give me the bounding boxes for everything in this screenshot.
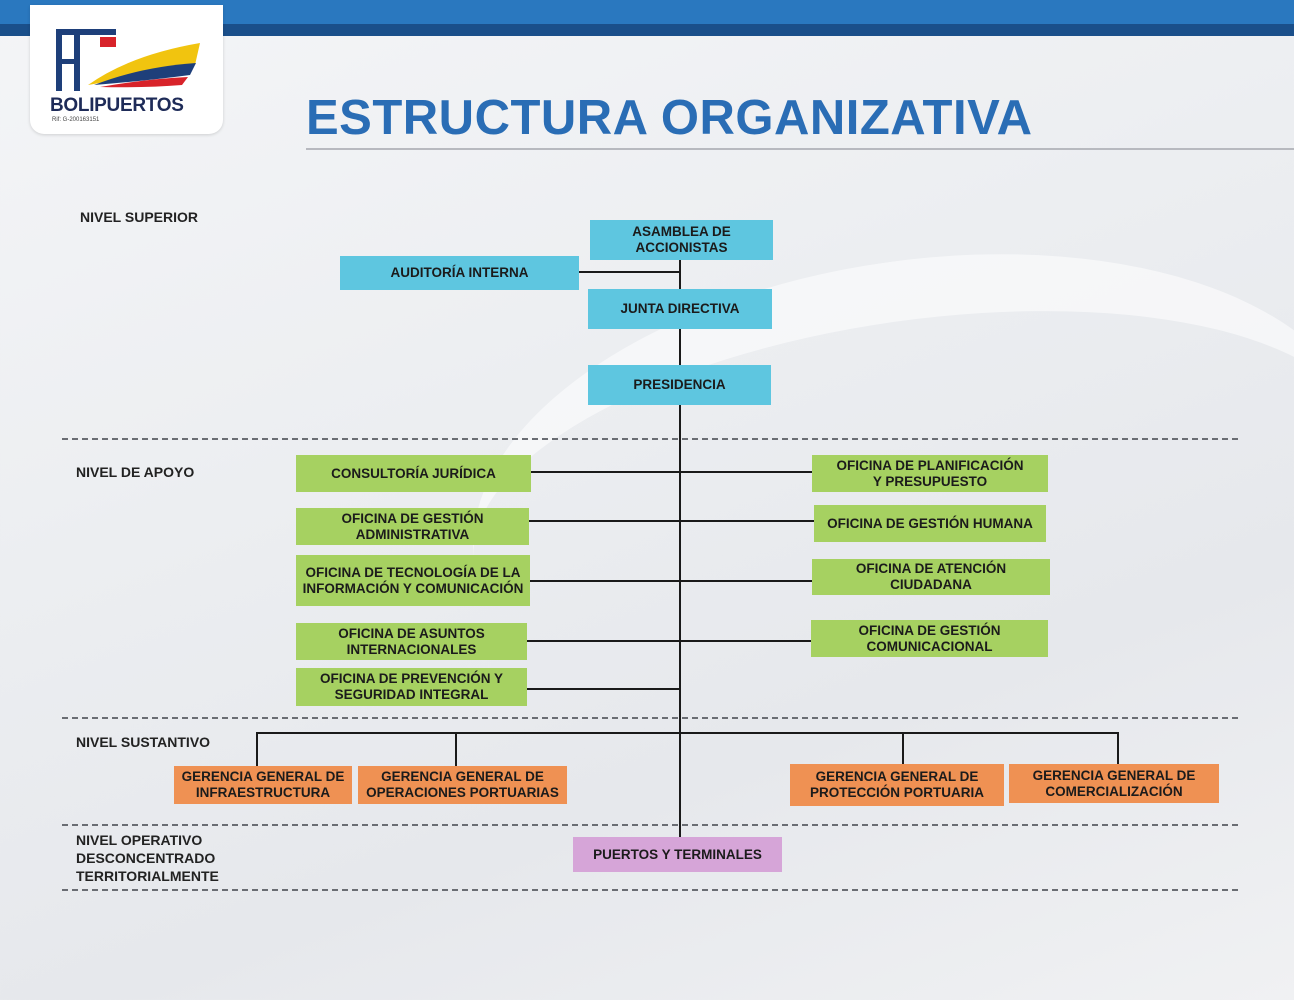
node-gestion-comunicacional: OFICINA DE GESTIÓN COMUNICACIONAL (811, 620, 1048, 657)
page-title: ESTRUCTURA ORGANIZATIVA (306, 91, 1033, 145)
connector-operaciones (455, 732, 457, 766)
node-gerencia-comercializacion: GERENCIA GENERAL DE COMERCIALIZACIÓN (1009, 764, 1219, 803)
node-planificacion-presupuesto: OFICINA DE PLANIFICACIÓN Y PRESUPUESTO (812, 455, 1048, 492)
connector-consultoria-planificacion (531, 471, 812, 473)
title-underline (306, 148, 1294, 150)
connector-tecnologia-atencion (530, 580, 812, 582)
node-atencion-ciudadana: OFICINA DE ATENCIÓN CIUDADANA (812, 559, 1050, 595)
node-junta-directiva: JUNTA DIRECTIVA (588, 289, 772, 329)
node-consultoria-juridica: CONSULTORÍA JURÍDICA (296, 455, 531, 492)
node-tecnologia-informacion: OFICINA DE TECNOLOGÍA DE LA INFORMACIÓN … (296, 555, 530, 606)
node-gerencia-proteccion: GERENCIA GENERAL DE PROTECCIÓN PORTUARIA (790, 764, 1004, 806)
node-gestion-administrativa: OFICINA DE GESTIÓN ADMINISTRATIVA (296, 508, 529, 545)
node-puertos-terminales: PUERTOS Y TERMINALES (573, 837, 782, 872)
header-band-dark (0, 24, 1294, 36)
node-auditoria-interna: AUDITORÍA INTERNA (340, 256, 579, 290)
level-sustantivo-label: NIVEL SUSTANTIVO (76, 734, 211, 750)
connector-admin-humana (529, 520, 814, 522)
divider-bottom (62, 889, 1238, 891)
connector-prevencion (527, 688, 680, 690)
level-operativo-label: NIVEL OPERATIVO DESCONCENTRADO TERRITORI… (76, 832, 219, 884)
divider-sustantivo-operativo (62, 824, 1238, 826)
connector-infraestructura (256, 732, 258, 766)
node-gestion-humana: OFICINA DE GESTIÓN HUMANA (814, 505, 1046, 542)
node-presidencia: PRESIDENCIA (588, 365, 771, 405)
divider-superior-apoyo (62, 438, 1238, 440)
node-asamblea-accionistas: ASAMBLEA DE ACCIONISTAS (590, 220, 773, 260)
level-apoyo-label: NIVEL DE APOYO (76, 464, 195, 480)
level-superior-label: NIVEL SUPERIOR (80, 209, 198, 225)
node-gerencia-infraestructura: GERENCIA GENERAL DE INFRAESTRUCTURA (174, 766, 352, 804)
sustantivo-bus (256, 732, 1119, 734)
logo-card: BOLIPUERTOS Rif: G-200163151 (30, 5, 223, 134)
brand-name: BOLIPUERTOS (50, 95, 184, 116)
connector-proteccion (902, 732, 904, 764)
connector-asuntos-comunicacional (527, 640, 811, 642)
auditoria-connector (579, 271, 680, 273)
connector-comercializacion (1117, 732, 1119, 764)
brand-rif: Rif: G-200163151 (52, 117, 100, 123)
node-asuntos-internacionales: OFICINA DE ASUNTOS INTERNACIONALES (296, 623, 527, 660)
main-vertical-connector (679, 260, 681, 838)
divider-apoyo-sustantivo (62, 717, 1238, 719)
node-prevencion-seguridad: OFICINA DE PREVENCIÓN Y SEGURIDAD INTEGR… (296, 668, 527, 706)
node-gerencia-operaciones: GERENCIA GENERAL DE OPERACIONES PORTUARI… (358, 766, 567, 804)
bolipuertos-logo-icon (56, 29, 200, 91)
